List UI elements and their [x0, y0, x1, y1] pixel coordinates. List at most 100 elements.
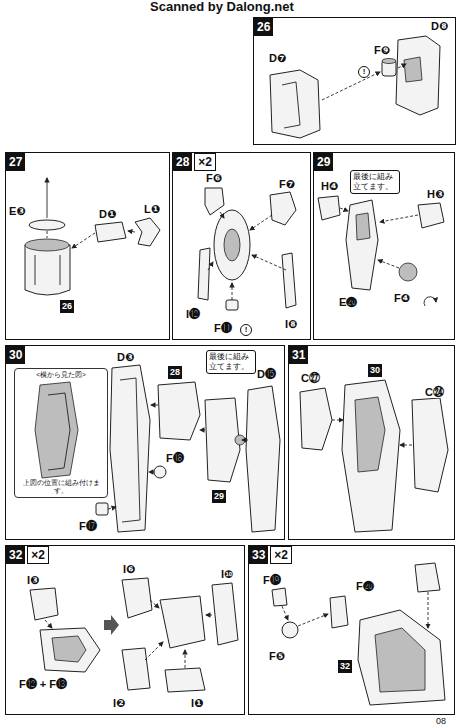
- part-outline: [135, 218, 160, 246]
- part-callout: F❻: [205, 172, 223, 184]
- step-panel: 30 <横から見た図>上図の位置に組み付けます。: [5, 345, 285, 540]
- part-outline: [52, 636, 86, 662]
- part-callout: D⓯: [256, 368, 277, 380]
- part-outline: [424, 297, 436, 306]
- step-reference: 28: [168, 366, 182, 379]
- step-29-parts: [318, 196, 444, 306]
- part-callout: F⓳: [262, 574, 282, 586]
- part-callout: F⓲: [165, 452, 185, 464]
- part-outline: [40, 628, 100, 672]
- part-outline: [47, 231, 48, 238]
- step-header: 28×2: [173, 153, 216, 171]
- part-callout: F❾: [373, 44, 391, 56]
- part-outline: [340, 208, 348, 211]
- part-outline: [412, 398, 448, 492]
- part-outline: [399, 263, 417, 281]
- caution-mark: !: [240, 324, 252, 336]
- step-number: 33: [249, 546, 268, 564]
- part-callout: D❽: [430, 20, 449, 32]
- part-outline: [200, 430, 205, 431]
- part-outline: [318, 196, 340, 220]
- step-header: 31: [289, 346, 308, 364]
- part-outline: [29, 220, 65, 230]
- part-outline: [298, 614, 328, 626]
- step-number: 30: [6, 346, 25, 364]
- part-outline: [346, 200, 378, 290]
- part-callout: I❻: [122, 563, 136, 575]
- step-number: 31: [289, 346, 308, 364]
- part-outline: [382, 59, 396, 64]
- part-outline: [212, 583, 238, 645]
- part-outline: [198, 248, 210, 300]
- part-outline: [122, 648, 150, 690]
- part-outline: [151, 405, 158, 406]
- part-outline: [214, 210, 250, 280]
- quantity-mark: ×2: [27, 546, 49, 564]
- step-panel: 26: [253, 17, 456, 145]
- watermark: Scanned by Dalong.net: [150, 0, 294, 14]
- part-outline: [252, 255, 286, 270]
- part-callout: F⓴: [355, 580, 375, 592]
- part-outline: [206, 615, 212, 616]
- part-callout: H❹: [320, 180, 339, 192]
- part-outline: [45, 620, 52, 628]
- part-callout: D❼: [268, 52, 287, 64]
- part-callout: H❸: [426, 188, 445, 200]
- part-outline: [160, 596, 205, 648]
- part-outline: [35, 382, 78, 478]
- part-outline: [358, 610, 445, 705]
- part-outline: [246, 386, 280, 532]
- part-outline: [165, 668, 205, 692]
- part-outline: [282, 606, 288, 620]
- part-outline: [120, 378, 140, 522]
- part-outline: [242, 440, 248, 441]
- step-header: 27: [6, 153, 25, 171]
- part-outline: [30, 588, 58, 620]
- part-outline: [282, 253, 296, 308]
- step-33-parts: [272, 563, 445, 705]
- part-outline: [150, 600, 159, 608]
- step-header: 33×2: [249, 546, 292, 564]
- step-reference: 26: [60, 300, 74, 313]
- side-view-inset: <横から見た図>上図の位置に組み付けます。: [14, 368, 108, 498]
- part-outline: [282, 622, 298, 638]
- step-number: 26: [254, 18, 273, 36]
- step-panel: 33×2: [248, 545, 455, 715]
- inset-heading: <横から見た図>: [36, 371, 86, 379]
- step-header: 32×2: [6, 546, 49, 564]
- part-outline: [415, 563, 440, 592]
- step-header: 26: [254, 18, 273, 36]
- step-header: 30: [6, 346, 25, 364]
- part-outline: [35, 255, 60, 285]
- part-outline: [282, 82, 300, 128]
- part-outline: [322, 72, 380, 100]
- part-outline: [380, 215, 418, 222]
- part-outline: [272, 588, 287, 606]
- part-callout: F❹: [393, 292, 411, 304]
- step-header: 29: [314, 153, 333, 171]
- part-outline: [145, 642, 163, 660]
- part-outline: [232, 283, 233, 300]
- quantity-mark: ×2: [270, 546, 292, 564]
- part-callout: E❸: [8, 205, 27, 217]
- part-callout: E⓴: [338, 296, 358, 308]
- part-outline: [270, 70, 320, 138]
- part-callout: D❶: [98, 208, 117, 220]
- step-panel: 27: [5, 152, 170, 340]
- part-callout: F❺: [268, 650, 286, 662]
- part-callout: I❷: [112, 697, 126, 709]
- part-callout: L❶: [143, 203, 161, 215]
- part-outline: [110, 365, 150, 532]
- part-outline: [404, 57, 422, 82]
- part-outline: [122, 578, 152, 618]
- part-outline: [220, 212, 224, 218]
- caution-mark: !: [358, 66, 370, 78]
- part-outline: [205, 188, 224, 215]
- part-outline: [48, 393, 70, 470]
- part-callout: I❶: [190, 697, 204, 709]
- part-outline: [128, 231, 135, 232]
- step-reference: 32: [338, 660, 352, 673]
- part-callout: F⓬ + F⓭: [18, 678, 68, 690]
- step-reference: 30: [368, 364, 382, 377]
